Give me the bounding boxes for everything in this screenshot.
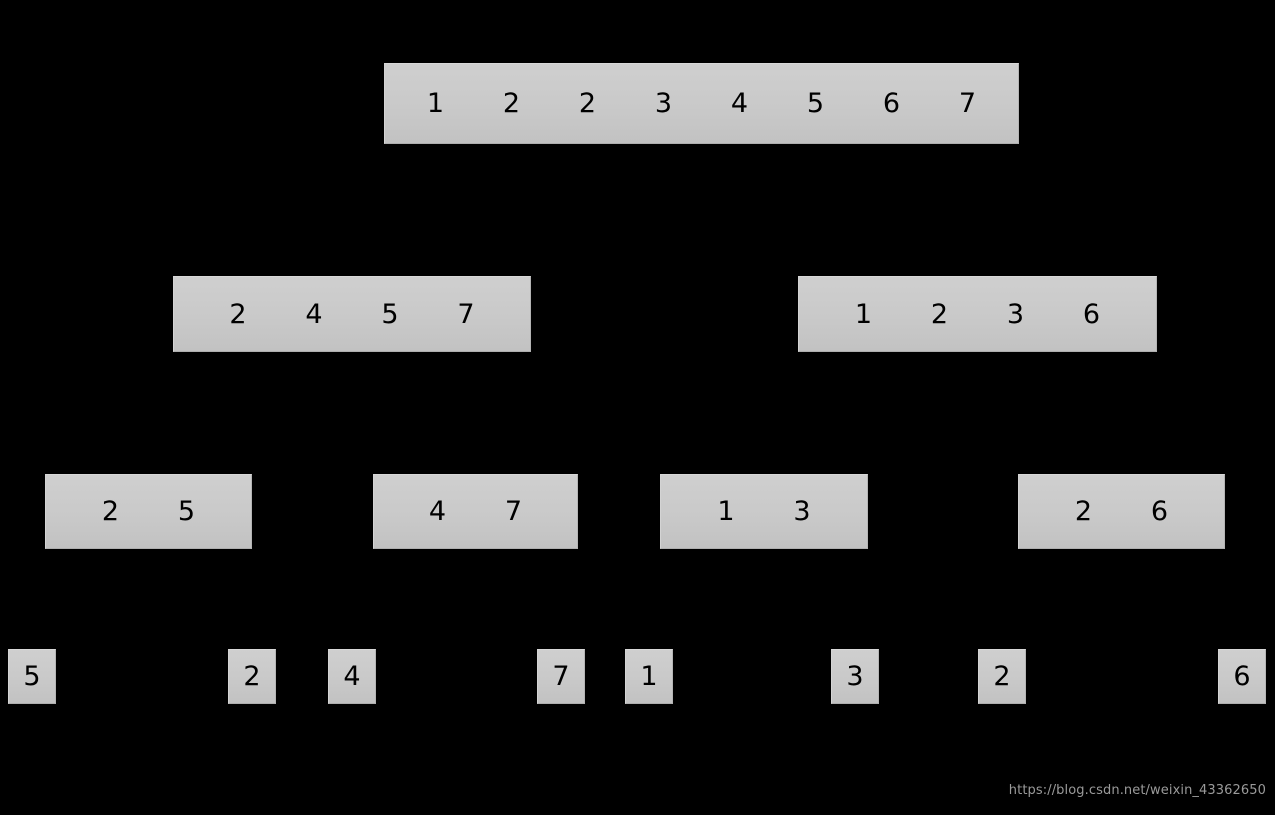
array-cell: 1 — [640, 661, 658, 692]
array-cell: 6 — [882, 88, 901, 119]
array-cell: 2 — [578, 88, 597, 119]
array-node-leaf-1: 5 — [8, 649, 56, 704]
array-node-leaf-5: 1 — [625, 649, 673, 704]
array-cell: 2 — [229, 298, 247, 330]
array-cell: 1 — [854, 298, 873, 330]
array-cell: 1 — [717, 496, 735, 527]
array-node-level3-b: 4 7 — [373, 474, 578, 549]
array-cell: 2 — [101, 496, 120, 527]
array-node-root: 1 2 2 3 4 5 6 7 — [384, 63, 1019, 144]
array-cell: 3 — [846, 661, 864, 692]
array-node-level2-right: 1 2 3 6 — [798, 276, 1157, 352]
array-cell: 3 — [793, 496, 811, 527]
array-cell: 2 — [930, 298, 949, 330]
array-node-leaf-2: 2 — [228, 649, 276, 704]
array-cell: 6 — [1082, 298, 1101, 330]
array-cell: 2 — [243, 661, 261, 692]
array-cell: 4 — [343, 661, 361, 692]
watermark-url: https://blog.csdn.net/weixin_43362650 — [1008, 783, 1266, 798]
array-cell: 7 — [504, 496, 523, 527]
array-cell: 4 — [428, 496, 447, 527]
array-node-level2-left: 2 4 5 7 — [173, 276, 531, 352]
array-node-leaf-6: 3 — [831, 649, 879, 704]
array-node-leaf-8: 6 — [1218, 649, 1266, 704]
array-cell: 3 — [1006, 298, 1025, 330]
array-cell: 5 — [177, 496, 196, 527]
array-node-level3-c: 1 3 — [660, 474, 868, 549]
array-cell: 7 — [552, 661, 570, 692]
array-cell: 7 — [958, 88, 977, 119]
array-node-level3-a: 2 5 — [45, 474, 252, 549]
array-cell: 4 — [730, 88, 749, 119]
array-node-leaf-4: 7 — [537, 649, 585, 704]
array-cell: 6 — [1150, 496, 1169, 527]
array-cell: 1 — [426, 88, 445, 119]
array-cell: 6 — [1233, 661, 1251, 692]
array-node-leaf-7: 2 — [978, 649, 1026, 704]
array-cell: 5 — [806, 88, 825, 119]
array-cell: 5 — [381, 298, 399, 330]
array-cell: 7 — [457, 298, 475, 330]
array-node-leaf-3: 4 — [328, 649, 376, 704]
array-cell: 3 — [654, 88, 673, 119]
array-cell: 5 — [23, 661, 41, 692]
array-cell: 2 — [1074, 496, 1093, 527]
array-cell: 2 — [502, 88, 521, 119]
array-cell: 4 — [305, 298, 323, 330]
array-cell: 2 — [993, 661, 1011, 692]
array-node-level3-d: 2 6 — [1018, 474, 1225, 549]
